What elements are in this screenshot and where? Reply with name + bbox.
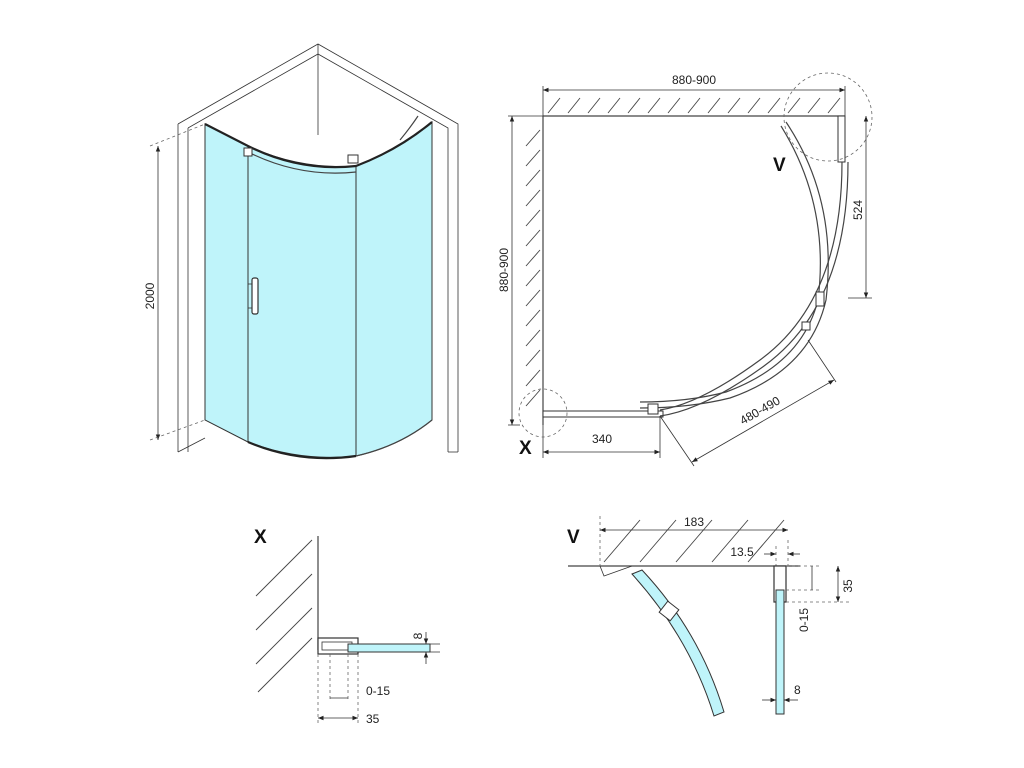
section-v-wall-hatch [603, 519, 785, 563]
door-dimension-label: 340 [592, 432, 612, 446]
iso-walls [177, 43, 459, 453]
detail-circle-x[interactable] [518, 388, 568, 438]
section-v-label: V [567, 527, 580, 548]
v-dim-13-5-label: 13.5 [730, 545, 754, 559]
x-dim-0-15-label: 0-15 [366, 684, 390, 698]
x-dim-35-label: 35 [366, 712, 380, 726]
section-x: X 8 0-15 35 [254, 527, 440, 726]
x-dim-8-label: 8 [411, 632, 425, 639]
detail-label-v: V [773, 155, 786, 176]
v-dim-35-label: 35 [841, 579, 855, 593]
isometric-view: 2000 [143, 43, 459, 460]
width-dimension-label: 880-900 [672, 73, 716, 87]
detail-label-x: X [519, 438, 532, 459]
section-v: V 183 13.5 0-15 35 [567, 515, 855, 717]
top-fitting-right [347, 154, 359, 164]
v-curved-glass [631, 569, 725, 717]
fixed-left-panel [204, 123, 249, 443]
top-fitting-left [243, 147, 253, 157]
height-dimension-label: 2000 [143, 282, 157, 309]
detail-circle-v[interactable] [783, 72, 873, 162]
wall-profile-bottom [542, 410, 664, 418]
wall-profile-right [837, 115, 846, 163]
x-glass [347, 643, 431, 653]
top-wall-hatch [547, 97, 841, 114]
depth-dimension-label: 880-900 [497, 248, 511, 292]
v-dim-0-15-label: 0-15 [797, 608, 811, 632]
v-dim-8-label: 8 [794, 683, 801, 697]
v-straight-glass [775, 589, 785, 715]
section-x-wall-hatch [255, 539, 313, 693]
door-handle[interactable] [248, 277, 259, 315]
radius-dimension-label: 524 [851, 200, 865, 220]
plan-view: 880-900 880-900 524 340 480-490 [497, 72, 873, 467]
v-dim-183-label: 183 [684, 515, 704, 529]
left-wall-hatch [525, 129, 541, 407]
curved-door-panel [247, 145, 357, 458]
section-x-label: X [254, 527, 267, 548]
fixed-right-panel [355, 120, 433, 457]
